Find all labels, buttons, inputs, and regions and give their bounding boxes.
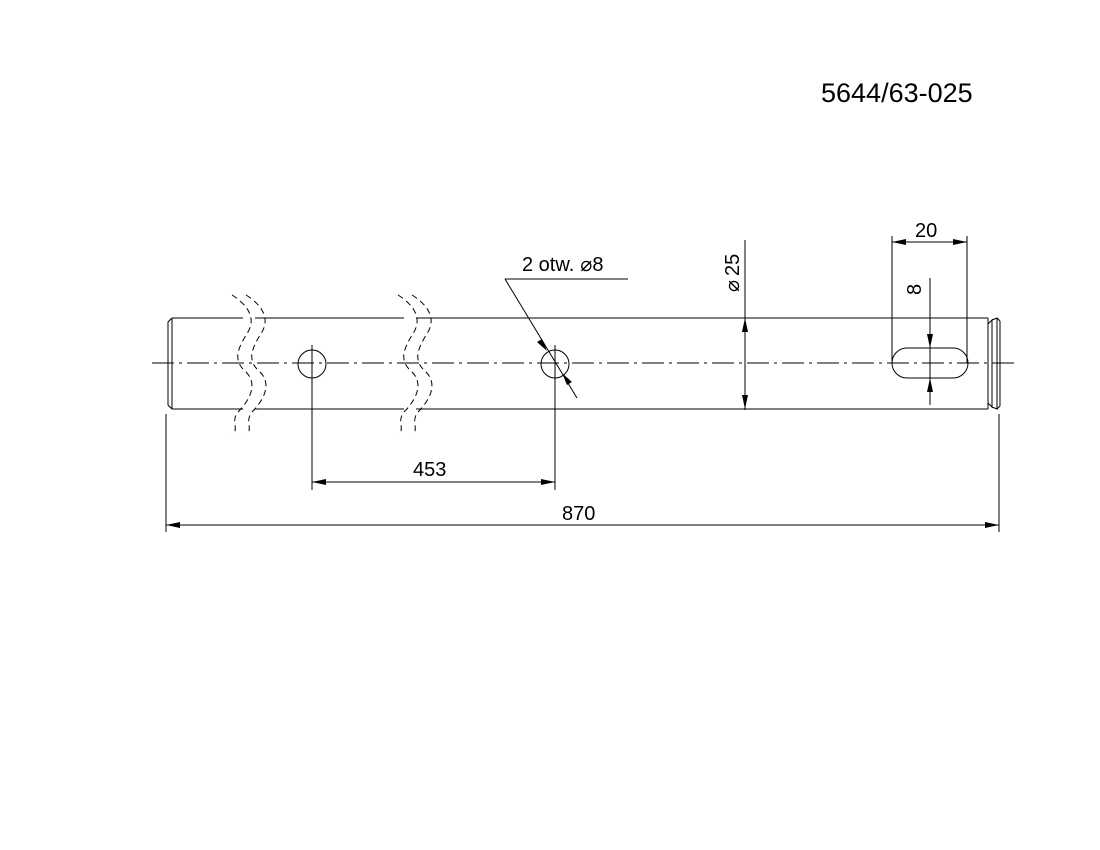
- hole-right: [540, 345, 570, 383]
- part-number: 5644/63-025: [821, 78, 973, 108]
- holes-note: 2 otw. ⌀8: [522, 254, 603, 276]
- dimension-diameter-label: ⌀ 25: [722, 254, 744, 292]
- dimension-overall-length: [165, 414, 1000, 532]
- dimension-overall-length-label: 870: [562, 503, 595, 525]
- dimension-diameter: [742, 240, 748, 410]
- dimension-slot-width: [927, 278, 933, 405]
- hole-left: [297, 345, 327, 383]
- diameter-symbol: ⌀: [722, 280, 744, 292]
- slot: [891, 347, 969, 379]
- holes-note-diameter: 8: [592, 254, 603, 276]
- dimension-slot-length: [891, 236, 968, 363]
- dimension-slot-width-label: 8: [904, 284, 926, 295]
- holes-note-diameter-symbol: ⌀: [580, 254, 592, 276]
- dimension-hole-spacing: [311, 383, 556, 490]
- holes-note-prefix: 2 otw.: [522, 254, 574, 276]
- diameter-value: 25: [722, 254, 744, 276]
- dimension-slot-length-label: 20: [915, 220, 937, 242]
- break-lines: [231, 294, 433, 435]
- holes-note-leader: [504, 278, 628, 399]
- dimension-hole-spacing-label: 453: [413, 459, 446, 481]
